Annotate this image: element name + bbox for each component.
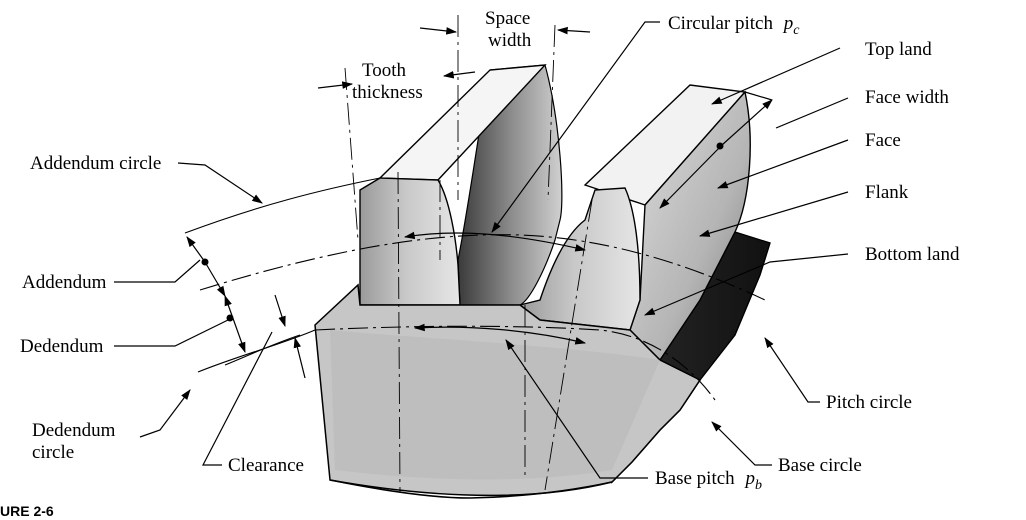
addendum-label: Addendum	[22, 272, 107, 293]
circular-pitch-text: Circular pitch	[668, 13, 773, 34]
front-rim-shading	[330, 330, 660, 480]
tooth-thickness-label-line2: thickness	[352, 82, 423, 103]
space-width-label-line1: Space	[485, 8, 530, 29]
addendum-circle-arc	[184, 177, 381, 234]
dedendum-label: Dedendum	[20, 336, 104, 357]
leader-lines	[114, 21, 849, 479]
base-pitch-symbol: p	[743, 468, 755, 489]
top-land-label: Top land	[865, 39, 932, 60]
bottom-land-label: Bottom land	[865, 244, 960, 265]
tooth-thickness-label-line1: Tooth	[362, 60, 407, 81]
reference-circles	[184, 177, 766, 401]
base-pitch-text: Base pitch	[655, 468, 735, 489]
space-width-label-line2: width	[488, 30, 532, 51]
base-pitch-subscript: b	[755, 478, 762, 493]
base-pitch-arrow	[413, 323, 587, 345]
base-circle-arc	[314, 325, 716, 401]
circular-pitch-arrow	[403, 231, 587, 252]
right-tooth-face	[629, 90, 751, 362]
circular-pitch-label: Circular pitch pc	[668, 13, 800, 38]
base-pitch-label: Base pitch pb	[655, 468, 762, 493]
dimension-arrows	[186, 26, 773, 379]
mid-tooth-face	[518, 187, 641, 331]
flank-label: Flank	[865, 182, 909, 203]
figure-caption: URE 2-6	[0, 503, 54, 519]
pitch-circle-label: Pitch circle	[826, 392, 912, 413]
clearance-label: Clearance	[228, 455, 304, 476]
face-label: Face	[865, 130, 901, 151]
labels: Space width Tooth thickness Circular pit…	[0, 8, 960, 519]
clearance-line	[224, 334, 301, 366]
circular-pitch-symbol: p	[782, 13, 794, 34]
face-width-label: Face width	[865, 87, 949, 108]
gear-body	[314, 64, 771, 499]
dedendum-circle-label-line1: Dedendum	[32, 420, 116, 441]
addendum-circle-label: Addendum circle	[30, 153, 161, 174]
base-circle-label: Base circle	[778, 455, 862, 476]
dedendum-circle-label-line2: circle	[32, 442, 74, 463]
pitch-circle-arc	[199, 234, 766, 301]
circular-pitch-subscript: c	[793, 23, 800, 38]
